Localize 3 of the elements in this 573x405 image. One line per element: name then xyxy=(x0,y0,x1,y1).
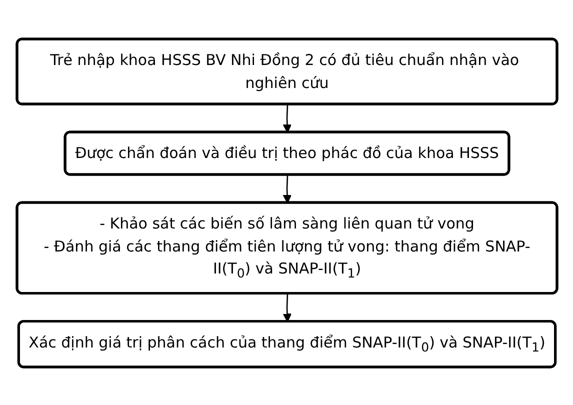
arrow xyxy=(282,174,292,203)
arrow xyxy=(282,293,292,322)
arrow xyxy=(282,104,292,132)
